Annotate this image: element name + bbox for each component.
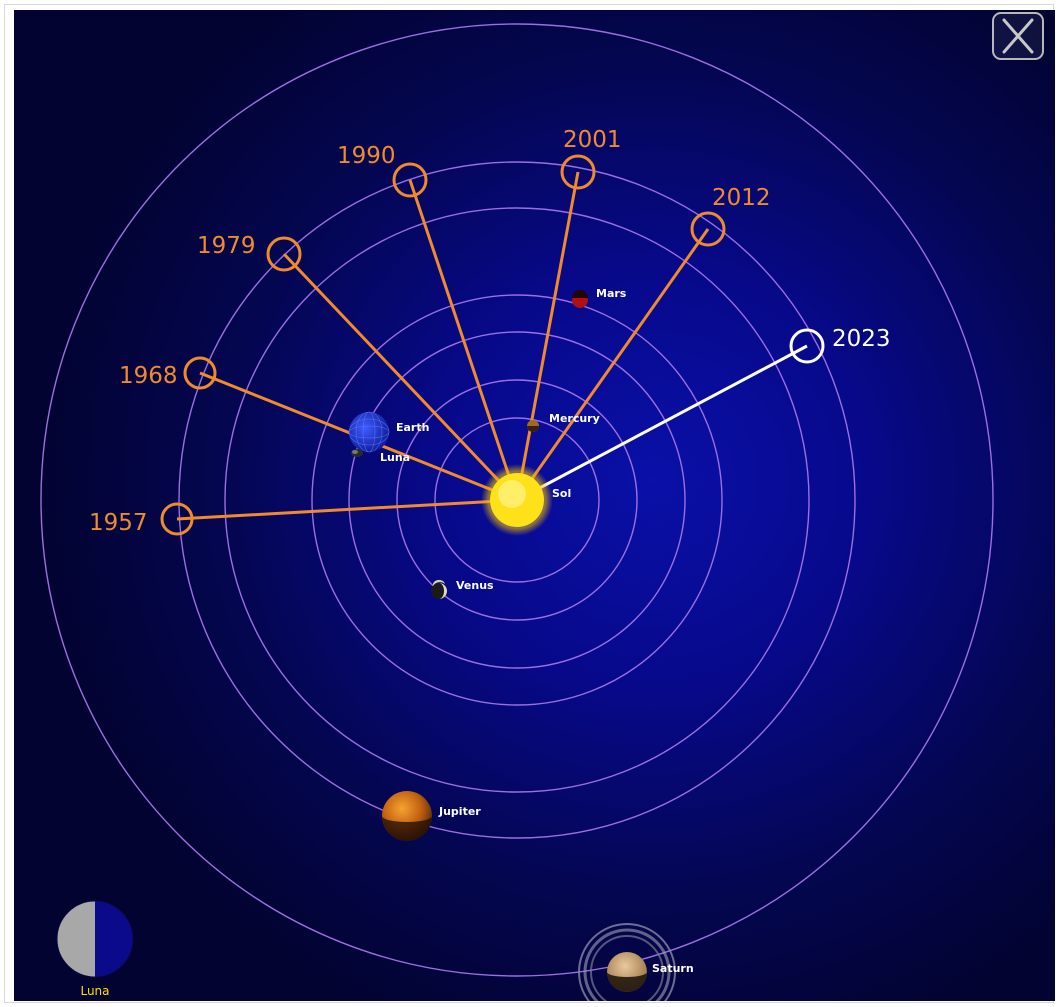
orbit-mercury: [434, 417, 600, 583]
close-icon: [1002, 18, 1034, 54]
moon-phase-icon: [56, 900, 134, 978]
year-marker-circles: [160, 154, 825, 536]
year-label-2023: 2023: [832, 326, 891, 352]
planet-mercury[interactable]: [527, 420, 539, 432]
planet-label-jupiter: Jupiter: [438, 805, 481, 818]
planet-luna[interactable]: [351, 449, 363, 457]
orbit-jupiter: [178, 161, 856, 839]
moon-phase-label: Luna: [80, 984, 110, 998]
marker-2023[interactable]: [789, 328, 825, 364]
year-label-2001: 2001: [563, 127, 622, 153]
year-label-1979: 1979: [197, 233, 256, 259]
close-button[interactable]: [992, 12, 1044, 60]
year-label-2012: 2012: [712, 185, 771, 211]
planet-label-luna: Luna: [380, 451, 410, 464]
line-1979: [282, 252, 519, 502]
planet-label-saturn: Saturn: [652, 962, 694, 975]
planet-venus[interactable]: [431, 579, 447, 599]
orbit-rings: [40, 23, 994, 977]
year-marker-lines: [176, 171, 808, 521]
planet-label-mars: Mars: [596, 287, 627, 300]
year-label-1990: 1990: [337, 143, 396, 169]
line-2012: [515, 228, 710, 501]
marker-2012[interactable]: [690, 211, 726, 247]
marker-1990[interactable]: [392, 162, 428, 198]
line-2001: [515, 171, 580, 501]
planet-mars[interactable]: [572, 290, 588, 308]
marker-2001[interactable]: [560, 154, 596, 190]
planet-jupiter[interactable]: [382, 791, 432, 841]
year-label-1968: 1968: [119, 363, 178, 389]
orrery-canvas: 1957 1968 1979 1990 2001 2012 2023 Sol M…: [40, 23, 994, 1001]
moon-phase-widget: Luna: [54, 898, 136, 1001]
marker-1957[interactable]: [160, 502, 194, 536]
marker-1968[interactable]: [183, 356, 217, 390]
planet-label-earth: Earth: [396, 421, 429, 434]
planet-label-venus: Venus: [456, 579, 494, 592]
marker-1979[interactable]: [266, 236, 302, 272]
orbit-saturn: [40, 23, 994, 977]
year-labels: 1957 1968 1979 1990 2001 2012 2023: [89, 127, 891, 536]
planet-label-mercury: Mercury: [549, 412, 600, 425]
sun-label: Sol: [552, 487, 571, 500]
year-label-1957: 1957: [89, 510, 148, 536]
solar-system-view[interactable]: 1957 1968 1979 1990 2001 2012 2023 Sol M…: [14, 10, 1055, 1001]
line-1957: [176, 498, 518, 521]
orbit-mars: [311, 294, 723, 706]
line-1990: [408, 179, 519, 501]
sun[interactable]: [481, 464, 553, 536]
planet-saturn[interactable]: [578, 923, 676, 1001]
orbit-asteroid: [224, 207, 810, 793]
orbit-earth: [348, 331, 686, 669]
line-2023: [516, 344, 808, 502]
orbit-venus: [396, 379, 638, 621]
planet-earth[interactable]: [348, 411, 390, 453]
